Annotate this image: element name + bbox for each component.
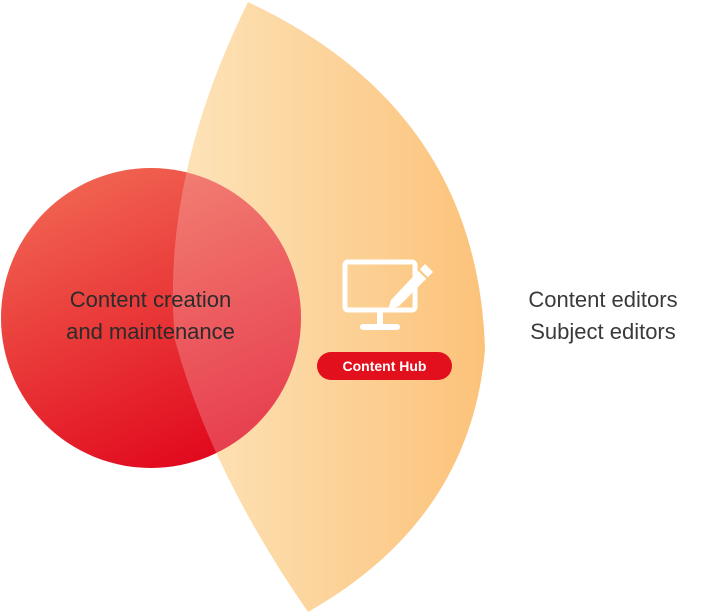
circle-label-line-2: and maintenance xyxy=(66,319,235,344)
content-hub-badge: Content Hub xyxy=(317,352,452,380)
circle-label-line-1: Content creation xyxy=(69,287,232,312)
role-subject-editors: Subject editors xyxy=(530,319,676,344)
roles-list: Content editors Subject editors xyxy=(505,284,701,348)
role-content-editors: Content editors xyxy=(528,287,678,312)
monitor-edit-icon xyxy=(342,259,433,330)
content-hub-segment xyxy=(172,2,485,612)
content-creation-circle xyxy=(1,168,301,468)
circle-label: Content creation and maintenance xyxy=(18,284,283,348)
